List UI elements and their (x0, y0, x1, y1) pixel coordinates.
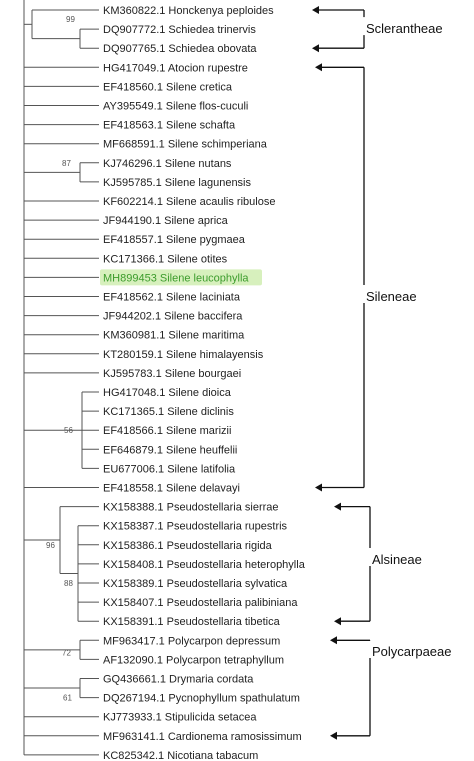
polycarpaeae-arrow (330, 731, 337, 740)
leaf-label: JF944202.1 Silene baccifera (103, 311, 243, 323)
polycarpaeae-label: Polycarpaeae (372, 644, 452, 659)
leaf-label: EF418563.1 Silene schafta (103, 120, 236, 132)
alsineae-arrow (334, 502, 341, 511)
bootstrap-values: 99 87 56 96 88 72 61 (46, 15, 75, 703)
tree-branches (23, 0, 99, 756)
leaf-label: JF944190.1 Silene aprica (103, 215, 229, 227)
sclerantheae-arrow (312, 44, 319, 53)
bootstrap-value: 88 (64, 579, 73, 588)
leaf-label: KX158387.1 Pseudostellaria rupestris (103, 521, 288, 533)
leaf-label: KJ773933.1 Stipulicida setacea (103, 712, 257, 724)
leaf-label: KX158389.1 Pseudostellaria sylvatica (103, 578, 288, 590)
bootstrap-value: 72 (62, 648, 71, 657)
leaf-label: KC171366.1 Silene otites (103, 253, 228, 265)
leaf-label: KJ746296.1 Silene nutans (103, 158, 232, 170)
leaf-label: HG417049.1 Atocion rupestre (103, 62, 248, 74)
leaf-label: MF668591.1 Silene schimperiana (103, 139, 268, 151)
leaf-label: KX158388.1 Pseudostellaria sierrae (103, 502, 279, 514)
leaf-label: KF602214.1 Silene acaulis ribulose (103, 196, 275, 208)
bootstrap-value: 96 (46, 541, 55, 550)
leaf-label: KJ595783.1 Silene bourgaei (103, 368, 241, 380)
leaf-labels: KM360822.1 Honckenya peploidesDQ907772.1… (103, 5, 306, 761)
leaf-label: KC171365.1 Silene diclinis (103, 406, 234, 418)
leaf-label: GQ436661.1 Drymaria cordata (103, 674, 254, 686)
sileneae-arrow (315, 63, 322, 72)
polycarpaeae-arrow (330, 636, 337, 645)
alsineae-label: Alsineae (372, 552, 422, 567)
leaf-label: KT280159.1 Silene himalayensis (103, 349, 264, 361)
bootstrap-value: 99 (66, 15, 75, 24)
leaf-label: AF132090.1 Polycarpon tetraphyllum (103, 654, 284, 666)
leaf-label: KM360981.1 Silene maritima (103, 330, 245, 342)
leaf-label: HG417048.1 Silene dioica (103, 387, 232, 399)
leaf-label: KX158407.1 Pseudostellaria palibiniana (103, 597, 298, 609)
highlight-layer (100, 269, 262, 286)
leaf-label: KJ595785.1 Silene lagunensis (103, 177, 252, 189)
leaf-label: KX158408.1 Pseudostellaria heterophylla (103, 559, 306, 571)
bootstrap-value: 56 (64, 426, 73, 435)
leaf-label: KC825342.1 Nicotiana tabacum (103, 750, 258, 761)
leaf-label: DQ907772.1 Schiedea trinervis (103, 24, 256, 36)
sileneae-arrow (315, 483, 322, 492)
sileneae-label: Sileneae (366, 289, 417, 304)
bootstrap-value: 61 (63, 694, 72, 703)
leaf-label: EF646879.1 Silene heuffelii (103, 444, 237, 456)
leaf-label: DQ267194.1 Pycnophyllum spathulatum (103, 693, 300, 705)
leaf-label: EF418562.1 Silene laciniata (103, 292, 241, 304)
leaf-label: EF418560.1 Silene cretica (103, 81, 233, 93)
highlighted-leaf-label: MH899453 Silene leucophylla (103, 272, 249, 284)
sclerantheae-arrow (312, 6, 319, 14)
leaf-label: MF963417.1 Polycarpon depressum (103, 635, 280, 647)
leaf-label: MF963141.1 Cardionema ramosissimum (103, 731, 302, 743)
leaf-label: EF418558.1 Silene delavayi (103, 483, 240, 495)
sclerantheae-label: Sclerantheae (366, 21, 443, 36)
leaf-label: AY395549.1 Silene flos-cuculi (103, 101, 248, 113)
alsineae-arrow (334, 617, 341, 626)
leaf-label: EF418557.1 Silene pygmaea (103, 234, 246, 246)
leaf-label: EU677006.1 Silene latifolia (103, 463, 236, 475)
leaf-label: KX158386.1 Pseudostellaria rigida (103, 540, 273, 552)
bootstrap-value: 87 (62, 159, 71, 168)
leaf-label: EF418566.1 Silene marizii (103, 425, 231, 437)
highlight-box (100, 269, 262, 286)
leaf-label: DQ907765.1 Schiedea obovata (103, 43, 257, 55)
leaf-label: KM360822.1 Honckenya peploides (103, 5, 274, 17)
leaf-label: KX158391.1 Pseudostellaria tibetica (103, 616, 281, 628)
